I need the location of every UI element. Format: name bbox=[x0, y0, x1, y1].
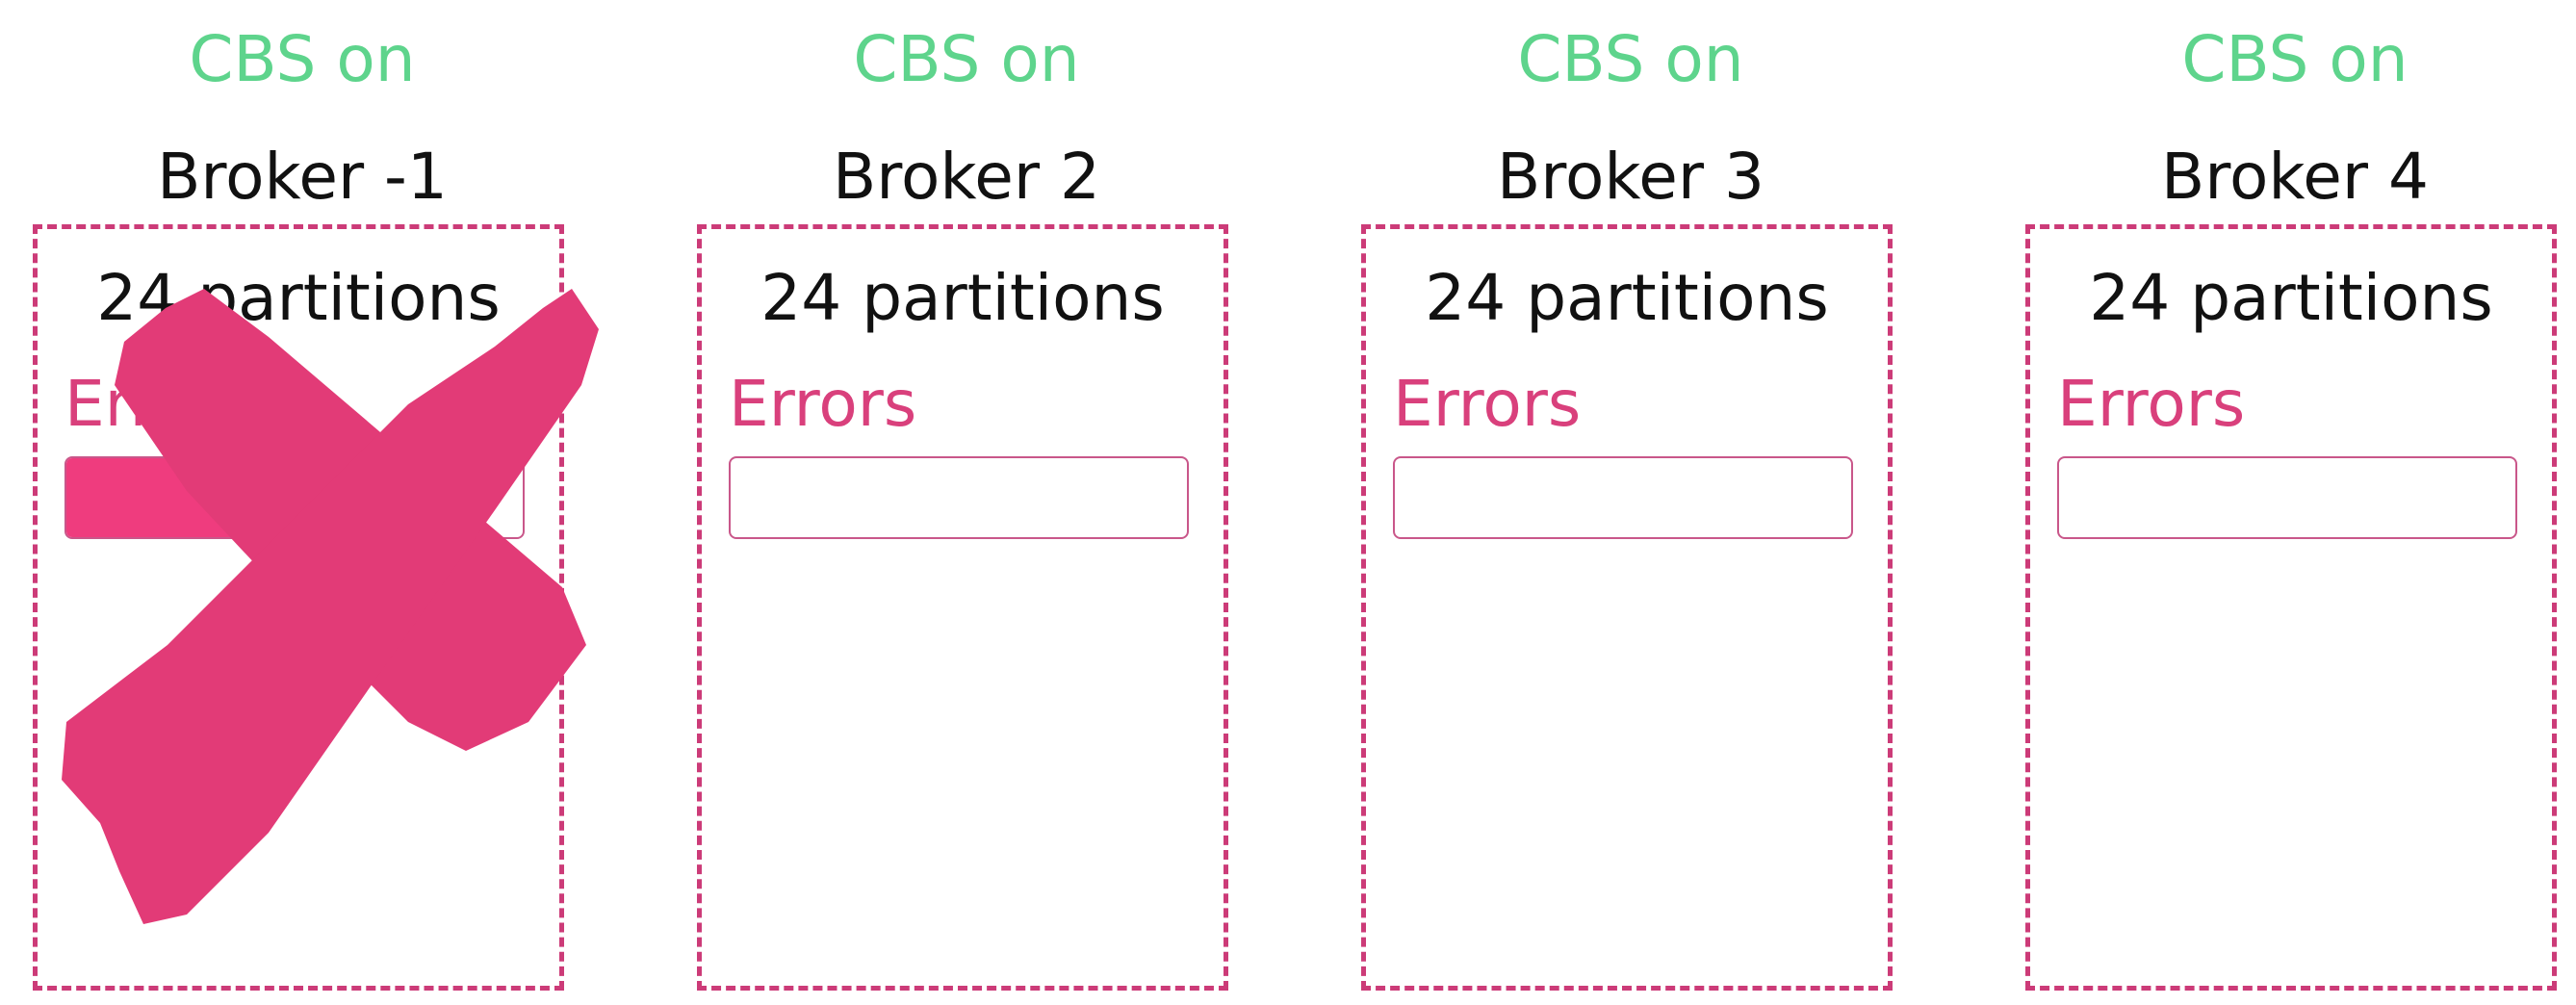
error-bar bbox=[729, 456, 1189, 539]
broker-box: 24 partitions Errors bbox=[1361, 224, 1893, 991]
broker-box: 24 partitions Errors bbox=[2025, 224, 2557, 991]
broker-name: Broker 2 bbox=[833, 140, 1100, 214]
broker-4: CBS on Broker 4 24 partitions Errors bbox=[2025, 0, 2564, 1005]
error-bar bbox=[1393, 456, 1853, 539]
broker-status: CBS on bbox=[853, 22, 1080, 96]
partitions-label: 24 partitions bbox=[96, 261, 501, 335]
errors-label: Errors bbox=[64, 367, 253, 441]
partitions-label: 24 partitions bbox=[1425, 261, 1829, 335]
broker-box: 24 partitions Errors bbox=[33, 224, 564, 991]
broker-name: Broker 3 bbox=[1497, 140, 1765, 214]
broker-status: CBS on bbox=[189, 22, 416, 96]
broker-status: CBS on bbox=[1517, 22, 1744, 96]
broker-3: CBS on Broker 3 24 partitions Errors bbox=[1361, 0, 1900, 1005]
broker-name: Broker -1 bbox=[157, 140, 448, 214]
error-bar-fill bbox=[66, 458, 482, 537]
errors-label: Errors bbox=[729, 367, 917, 441]
errors-label: Errors bbox=[1393, 367, 1582, 441]
partitions-label: 24 partitions bbox=[760, 261, 1165, 335]
errors-label: Errors bbox=[2057, 367, 2246, 441]
broker-2: CBS on Broker 2 24 partitions Errors bbox=[697, 0, 1236, 1005]
broker-name: Broker 4 bbox=[2161, 140, 2429, 214]
broker-1: CBS on Broker -1 24 partitions Errors bbox=[33, 0, 599, 1005]
broker-status: CBS on bbox=[2181, 22, 2409, 96]
error-bar bbox=[64, 456, 525, 539]
broker-box: 24 partitions Errors bbox=[697, 224, 1228, 991]
error-bar bbox=[2057, 456, 2517, 539]
partitions-label: 24 partitions bbox=[2089, 261, 2493, 335]
